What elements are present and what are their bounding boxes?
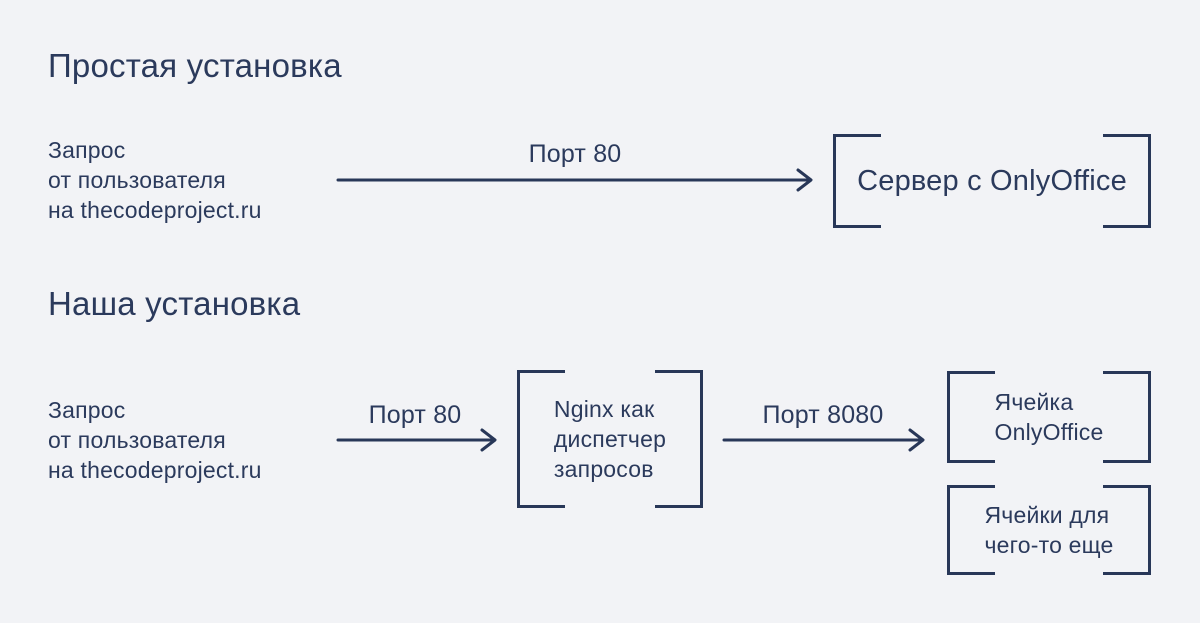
bracket-left-icon <box>517 370 565 508</box>
port-80-label: Порт 80 <box>528 140 622 168</box>
port-80-label: Порт 80 <box>368 401 462 429</box>
bracket-left-icon <box>947 485 995 575</box>
other-cells-node: Ячейки для чего-то еще <box>947 485 1151 575</box>
bracket-left-icon <box>833 134 881 228</box>
bracket-right-icon <box>1103 134 1151 228</box>
port-8080-label: Порт 8080 <box>762 401 884 429</box>
node-label: Ячейка OnlyOffice <box>994 389 1104 445</box>
arrow-right-icon <box>336 428 497 452</box>
bracket-right-icon <box>1103 371 1151 463</box>
request-source-text: Запрос от пользователя на thecodeproject… <box>48 137 262 223</box>
node-label: Ячейки для чего-то еще <box>984 502 1114 558</box>
arrow-right-icon <box>336 168 813 192</box>
section-title-simple: Простая установка <box>48 47 342 84</box>
bracket-right-icon <box>1103 485 1151 575</box>
node-label: Сервер с OnlyOffice <box>857 164 1127 197</box>
bracket-right-icon <box>655 370 703 508</box>
bracket-left-icon <box>947 371 995 463</box>
nginx-dispatcher-node: Nginx как диспетчер запросов <box>517 370 703 508</box>
section-title-ours: Наша установка <box>48 285 301 322</box>
request-source-text: Запрос от пользователя на thecodeproject… <box>48 397 262 483</box>
server-onlyoffice-node: Сервер с OnlyOffice <box>833 134 1151 228</box>
onlyoffice-cell-node: Ячейка OnlyOffice <box>947 371 1151 463</box>
arrow-right-icon <box>722 428 925 452</box>
node-label: Nginx как диспетчер запросов <box>553 396 667 482</box>
